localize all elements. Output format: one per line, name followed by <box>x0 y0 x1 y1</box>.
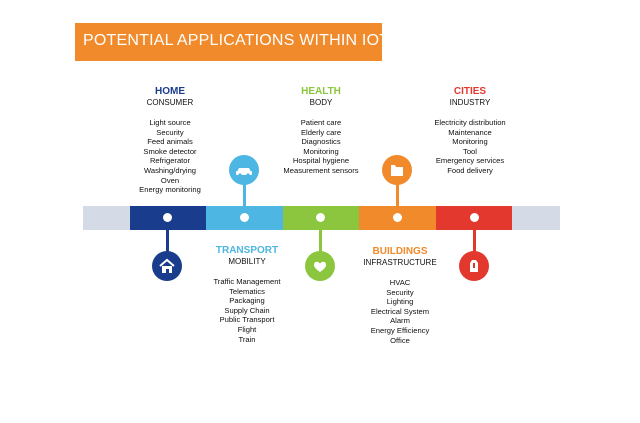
buildings-icon-circle <box>382 155 412 185</box>
transport-icon-circle <box>229 155 259 185</box>
car-icon <box>236 168 252 177</box>
list-item: Tool <box>463 146 477 156</box>
list-item: Packaging <box>229 296 265 306</box>
category-subtitle: CONSUMER <box>146 98 194 107</box>
list-item: Monitoring <box>452 137 488 147</box>
list-item: Lighting <box>386 297 414 307</box>
category-subtitle: BODY <box>309 98 333 107</box>
list-item: Electricity distribution <box>434 118 506 127</box>
list-item: Traffic Management <box>213 277 281 286</box>
list-item: Feed animals <box>147 137 193 147</box>
timeline-dot-cities <box>470 213 479 222</box>
timeline-dot-transport <box>240 213 249 222</box>
category-title: CITIES <box>453 86 487 97</box>
list-item: Energy Efficiency <box>370 325 430 335</box>
connector-buildings <box>396 184 399 218</box>
list-item: Elderly care <box>300 127 342 137</box>
timeline-dot-health <box>316 213 325 222</box>
timeline-dot-home <box>163 213 172 222</box>
list-item: Refrigerator <box>149 156 191 166</box>
list-item: Security <box>386 287 414 297</box>
list-item: Food delivery <box>447 165 493 175</box>
list-item: Telematics <box>229 286 265 296</box>
list-item: Patient care <box>300 118 342 127</box>
list-item: Emergency services <box>435 156 505 166</box>
health-icon-circle <box>305 251 335 281</box>
connector-transport <box>243 184 246 218</box>
list-item: Diagnostics <box>301 137 341 147</box>
list-item: Measurement sensors <box>283 165 359 175</box>
category-home: HOME CONSUMER Light source Security Feed… <box>105 86 235 195</box>
category-subtitle: INFRASTRUCTURE <box>363 258 437 267</box>
list-item: Washing/drying <box>143 165 197 175</box>
cities-icon-circle <box>459 251 489 281</box>
title-banner: POTENTIAL APPLICATIONS WITHIN IOT <box>75 23 389 61</box>
connector-health <box>319 218 322 254</box>
category-buildings: BUILDINGS INFRASTRUCTURE HVAC Security L… <box>335 246 465 345</box>
page-title: POTENTIAL APPLICATIONS WITHIN IOT <box>83 32 390 49</box>
house-icon <box>159 258 175 273</box>
category-title: TRANSPORT <box>215 245 279 256</box>
list-item: Supply Chain <box>224 305 270 315</box>
list-item: Flight <box>237 324 257 334</box>
category-subtitle: INDUSTRY <box>449 98 491 107</box>
list-item: Public Transport <box>219 315 275 325</box>
list-item: Maintenance <box>448 127 492 137</box>
heart-icon <box>313 261 327 272</box>
list-item: Hospital hygiene <box>292 156 350 166</box>
category-subtitle: MOBILITY <box>228 257 266 266</box>
category-cities: CITIES INDUSTRY Electricity distribution… <box>405 86 535 176</box>
list-item: Electrical System <box>370 306 430 316</box>
list-item: Light source <box>149 118 191 127</box>
category-title: HOME <box>155 86 185 97</box>
list-item: HVAC <box>389 278 411 287</box>
list-item: Energy monitoring <box>139 185 201 195</box>
category-title: BUILDINGS <box>372 246 428 257</box>
timeline-dot-buildings <box>393 213 402 222</box>
list-item: Oven <box>160 175 180 185</box>
category-health: HEALTH BODY Patient care Elderly care Di… <box>256 86 386 176</box>
category-transport: TRANSPORT MOBILITY Traffic Management Te… <box>182 245 312 344</box>
list-item: Train <box>238 334 256 344</box>
list-item: Alarm <box>390 316 410 326</box>
connector-cities <box>473 218 476 254</box>
home-icon-circle <box>152 251 182 281</box>
connector-home <box>166 218 169 254</box>
list-item: Smoke detector <box>143 146 197 156</box>
map-pin-icon <box>470 260 478 272</box>
folder-icon <box>391 165 403 176</box>
list-item: Security <box>156 127 184 137</box>
category-title: HEALTH <box>301 86 341 97</box>
list-item: Monitoring <box>303 146 339 156</box>
list-item: Office <box>390 335 410 345</box>
